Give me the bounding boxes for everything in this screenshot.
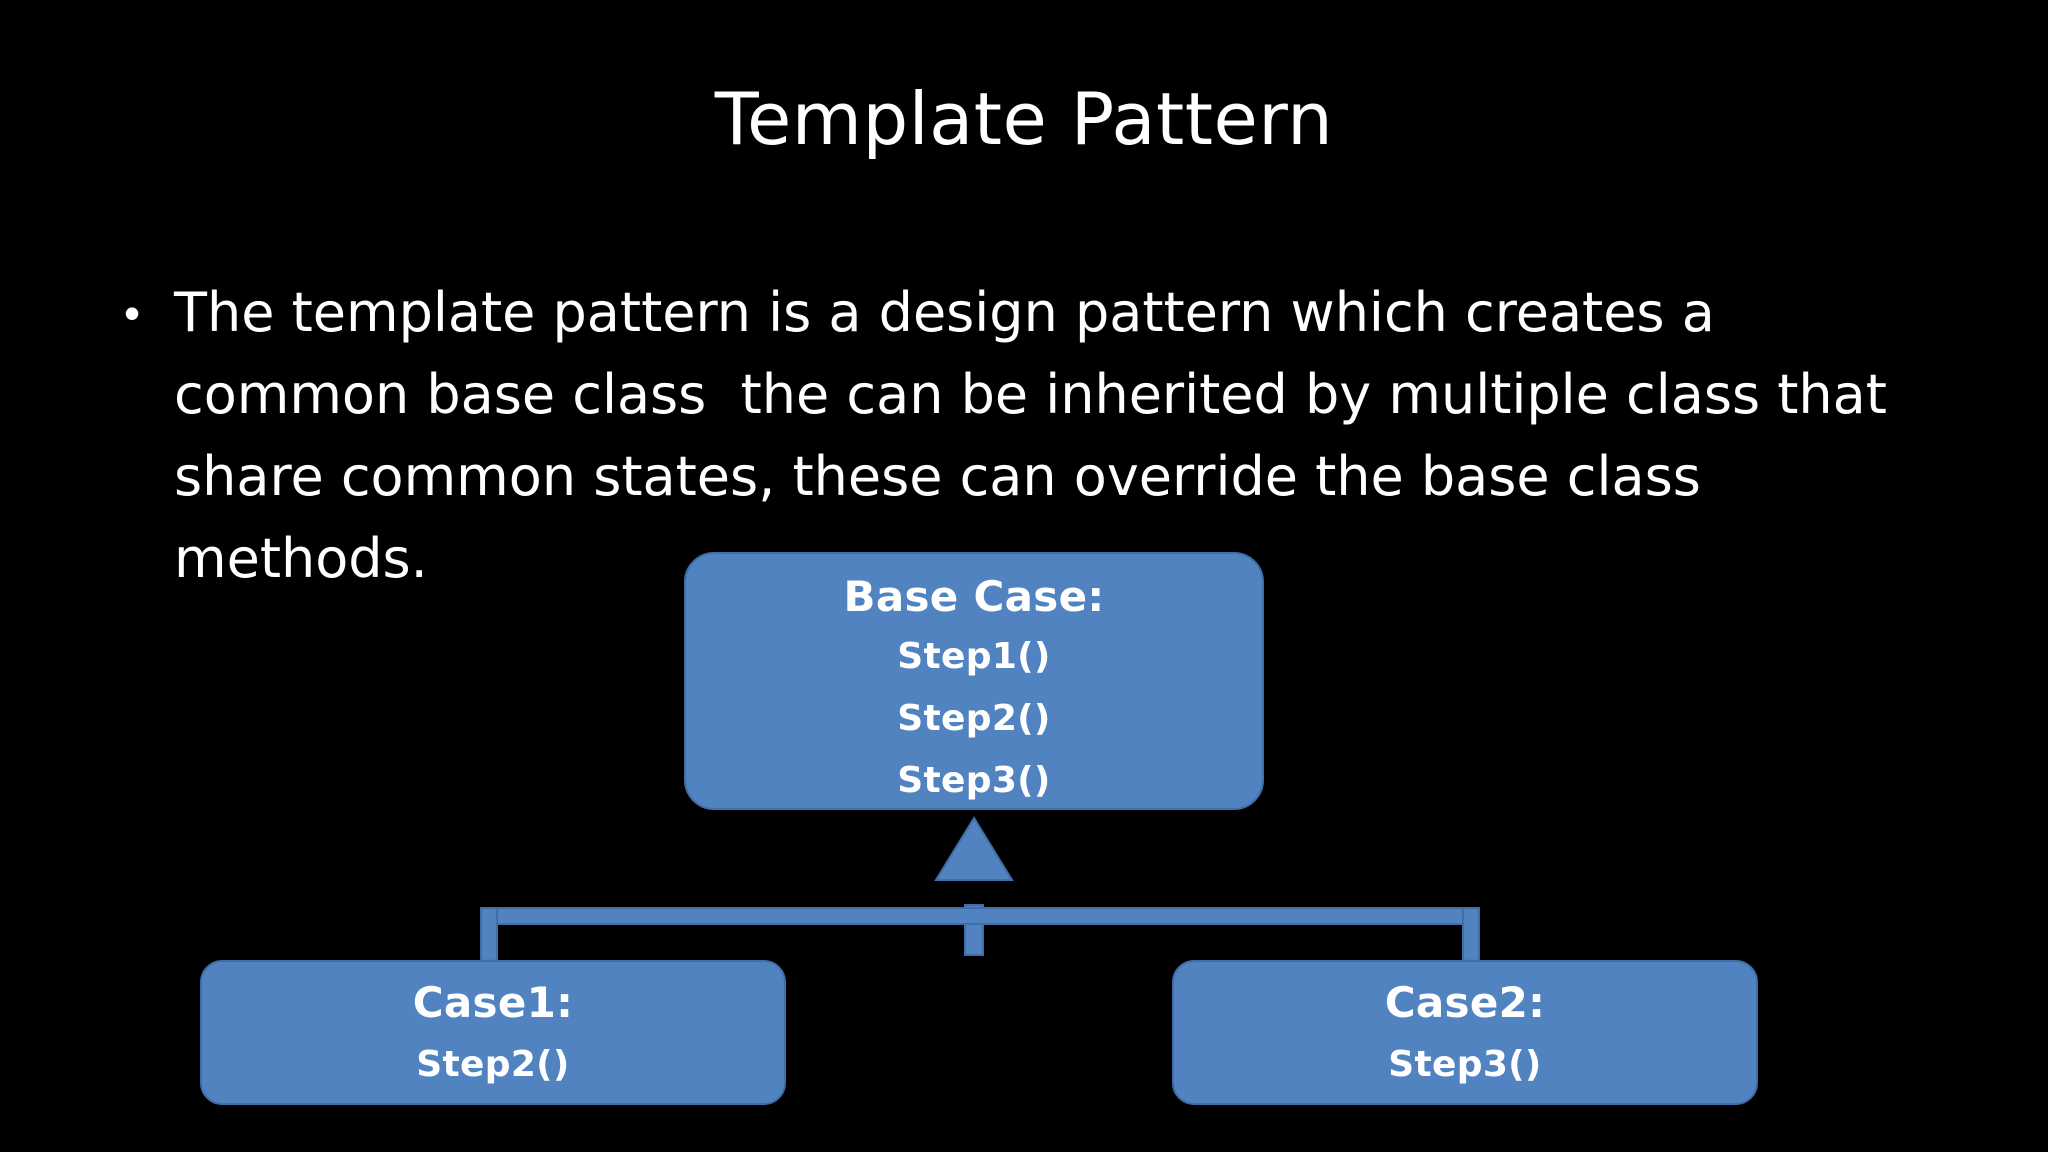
body-text-block: • The template pattern is a design patte… — [112, 272, 1932, 600]
bullet-list-item: • The template pattern is a design patte… — [112, 272, 1932, 600]
connector-drop-case1 — [480, 907, 498, 967]
case1-method-1: Step2() — [416, 1044, 570, 1085]
bullet-line-1: The template pattern is a design pattern… — [174, 281, 1715, 344]
connector-drop-case2 — [1462, 907, 1480, 967]
bullet-line-4: methods. — [174, 527, 428, 590]
bullet-line-3: share common states, these can override … — [174, 445, 1701, 508]
base-case-method-1: Step1() — [897, 636, 1051, 677]
base-case-method-2: Step2() — [897, 698, 1051, 739]
page-title: Template Pattern — [714, 77, 1334, 161]
diagram-node-base-case[interactable]: Base Case: Step1() Step2() Step3() — [684, 552, 1264, 810]
bullet-line-2: common base class the can be inherited b… — [174, 363, 1887, 426]
base-case-method-3: Step3() — [897, 760, 1051, 801]
base-case-title: Base Case: — [843, 572, 1105, 621]
connector-arrow-head — [934, 816, 1014, 881]
bullet-paragraph: The template pattern is a design pattern… — [174, 272, 1887, 600]
case2-title: Case2: — [1384, 978, 1546, 1027]
connector-arrow-shaft — [964, 904, 984, 956]
case1-title: Case1: — [412, 978, 574, 1027]
diagram-node-case1[interactable]: Case1: Step2() — [200, 960, 786, 1105]
bullet-point-icon: • — [124, 287, 141, 339]
case2-method-1: Step3() — [1388, 1044, 1542, 1085]
connector-horizontal-bar — [480, 907, 1480, 925]
diagram-node-case2[interactable]: Case2: Step3() — [1172, 960, 1758, 1105]
